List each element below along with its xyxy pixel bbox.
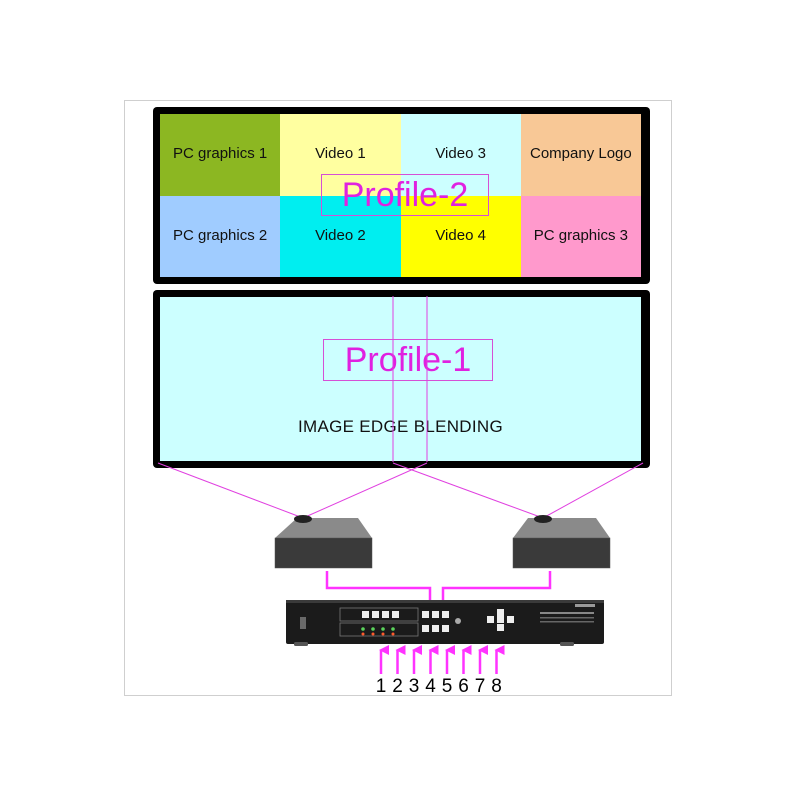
profile-2-video-wall: PC graphics 1 Video 1 Video 3 Company Lo…: [153, 107, 650, 284]
profile-2-window-grid: PC graphics 1 Video 1 Video 3 Company Lo…: [160, 114, 641, 277]
input-number-1: 1: [375, 676, 387, 697]
window-pc-graphics-2: PC graphics 2: [160, 195, 281, 277]
edge-blending-caption: IMAGE EDGE BLENDING: [297, 417, 504, 436]
input-number-5: 5: [441, 676, 453, 697]
profile-1-screen: IMAGE EDGE BLENDING: [160, 297, 641, 461]
window-video-1: Video 1: [280, 114, 401, 196]
window-pc-graphics-1: PC graphics 1: [160, 114, 281, 196]
window-video-2: Video 2: [280, 195, 401, 277]
window-company-logo: Company Logo: [520, 114, 641, 196]
input-number-6: 6: [458, 676, 469, 697]
input-number-4: 4: [425, 676, 436, 697]
window-video-4: Video 4: [400, 195, 521, 277]
profile-1-video-wall: IMAGE EDGE BLENDING: [153, 290, 650, 468]
window-pc-graphics-3: PC graphics 3: [520, 195, 641, 277]
input-number-3: 3: [408, 676, 420, 697]
input-number-2: 2: [392, 676, 403, 697]
input-number-7: 7: [474, 676, 486, 697]
window-video-3: Video 3: [400, 114, 521, 196]
input-number-8: 8: [491, 676, 502, 697]
profile-2-label: Profile-2: [321, 174, 489, 216]
profile-1-label: Profile-1: [323, 339, 493, 381]
